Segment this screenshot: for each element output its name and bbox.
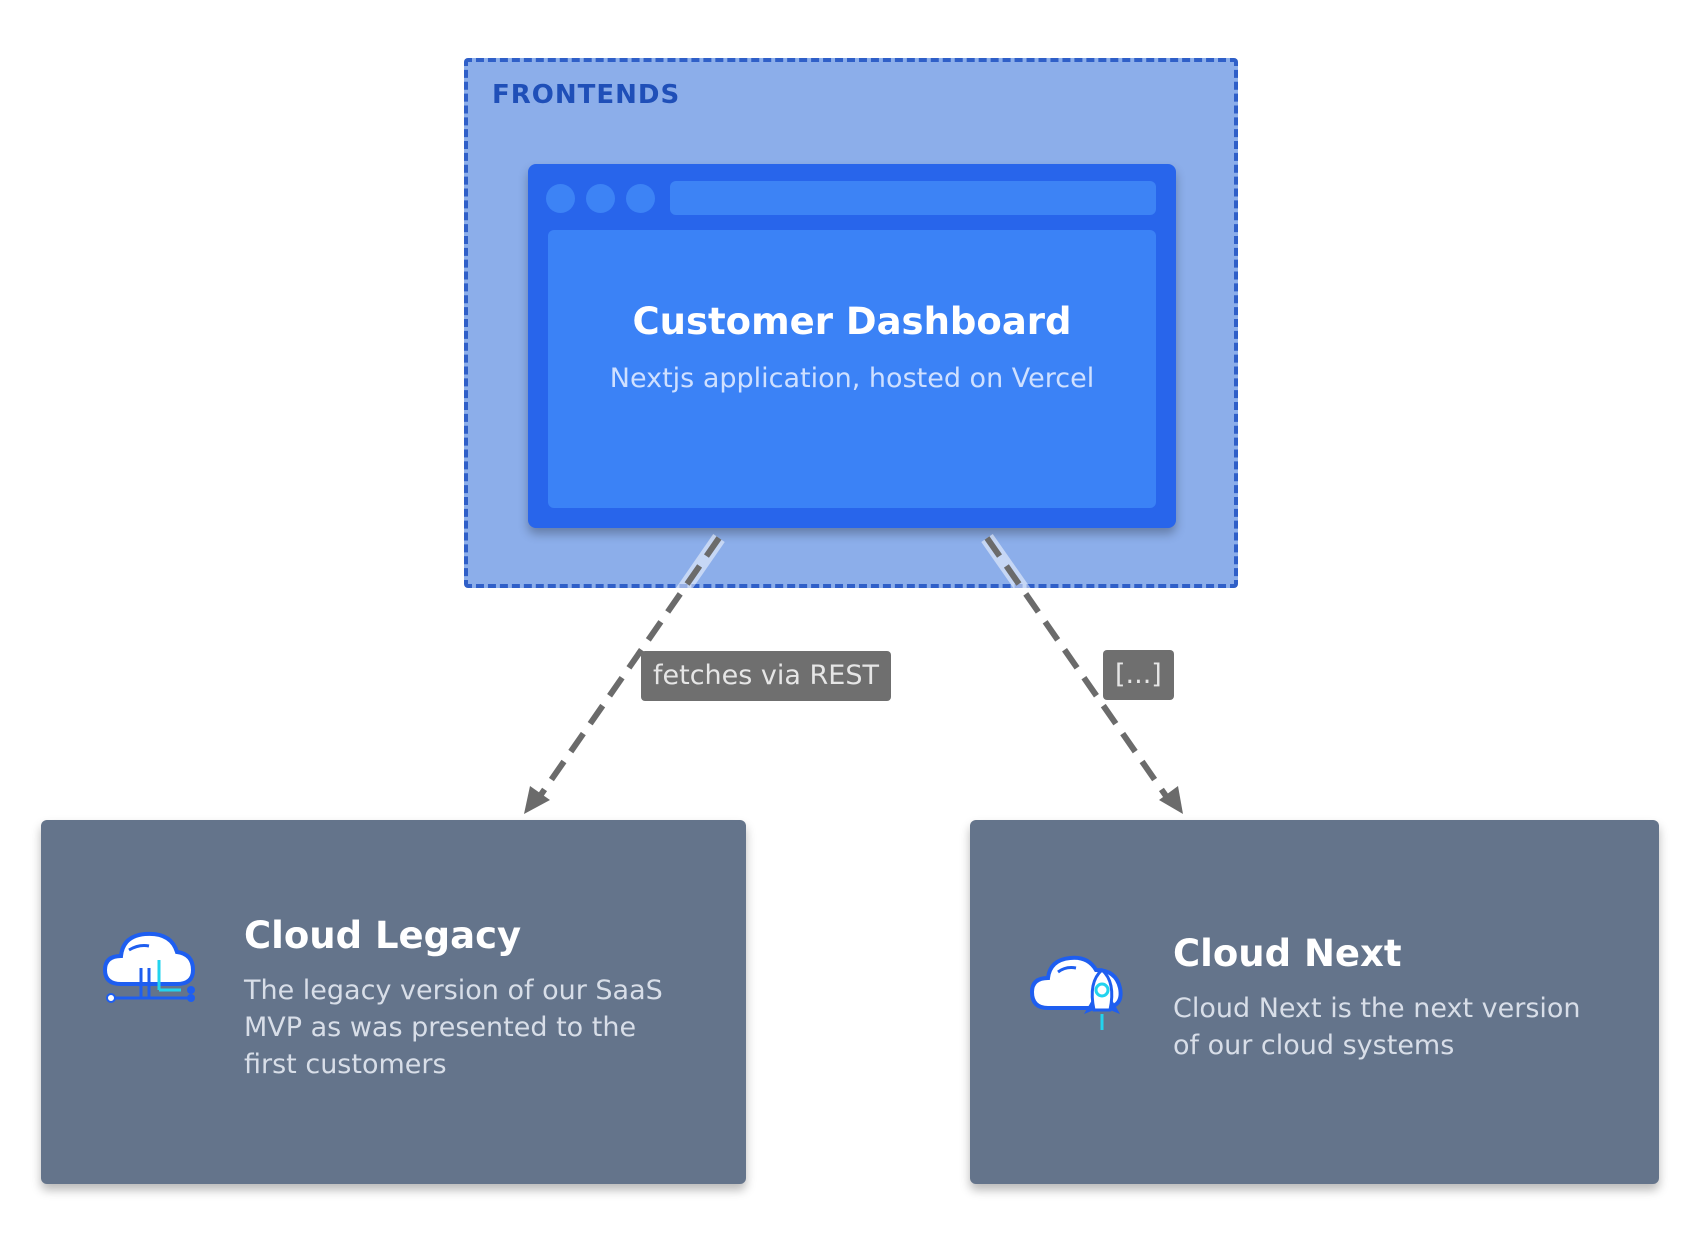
arrowhead-icon — [524, 786, 550, 814]
customer-dashboard-node[interactable]: Customer Dashboard Nextjs application, h… — [528, 164, 1176, 528]
group-label: FRONTENDS — [492, 80, 681, 110]
browser-content: Customer Dashboard Nextjs application, h… — [548, 230, 1156, 508]
edge-label: [...] — [1103, 650, 1174, 700]
node-description: Nextjs application, hosted on Vercel — [609, 363, 1095, 394]
window-dot-icon — [586, 184, 615, 213]
address-bar — [670, 181, 1156, 215]
card-title: Cloud Legacy — [244, 914, 522, 957]
card-title: Cloud Next — [1173, 932, 1402, 975]
arrowhead-icon — [1159, 786, 1183, 814]
edge-fetches-via-rest[interactable] — [524, 534, 725, 814]
cloud-legacy-node[interactable]: Cloud Legacy The legacy version of our S… — [41, 820, 746, 1184]
cloud-rocket-icon — [1030, 955, 1123, 1030]
cloud-next-node[interactable]: Cloud Next Cloud Next is the next versio… — [970, 820, 1659, 1184]
card-description: The legacy version of our SaaS MVP as wa… — [244, 975, 663, 1080]
card-description: Cloud Next is the next version of our cl… — [1173, 993, 1581, 1061]
edge-label: fetches via REST — [641, 651, 891, 701]
window-dot-icon — [626, 184, 655, 213]
window-dot-icon — [546, 184, 575, 213]
edge-ellipsis[interactable] — [981, 533, 1183, 814]
node-title: Customer Dashboard — [632, 300, 1072, 343]
cloud-circuit-icon — [102, 931, 196, 1003]
